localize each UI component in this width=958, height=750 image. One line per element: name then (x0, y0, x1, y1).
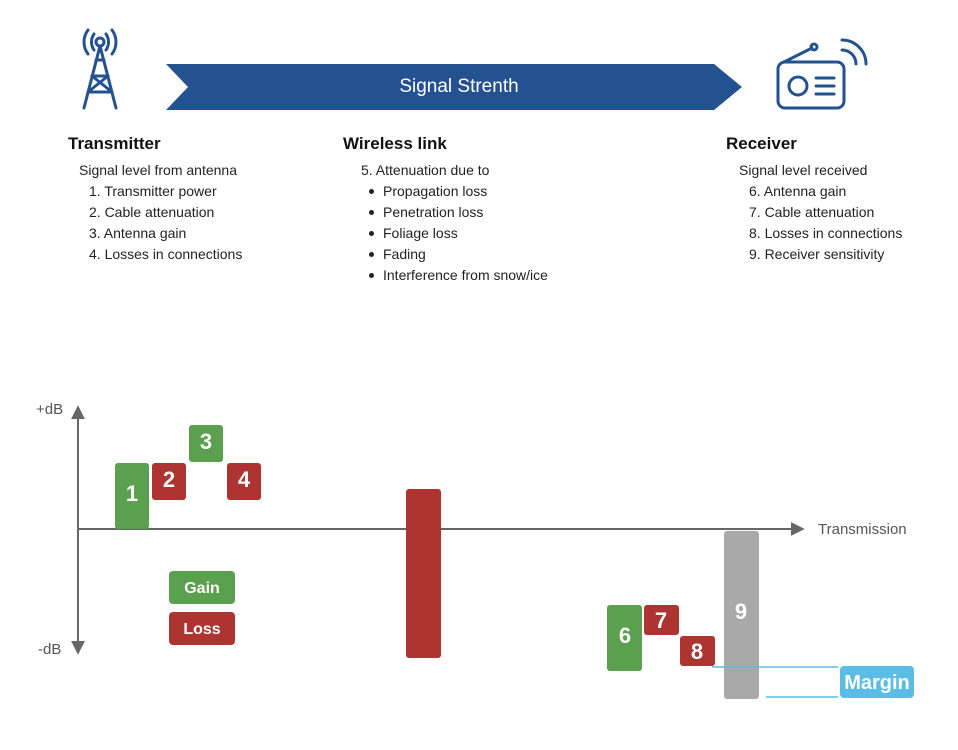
block-7-cable-attenuation (644, 605, 679, 635)
wireless-link-list: 5. Attenuation due to Propagation loss P… (361, 160, 548, 286)
wireless-item: Interference from snow/ice (369, 265, 548, 286)
margin-badge (840, 666, 914, 698)
transmitter-item: 1. Transmitter power (89, 183, 217, 199)
transmitter-intro: Signal level from antenna (79, 162, 237, 178)
y-axis-top-label: +dB (36, 401, 63, 418)
transmitter-item: 2. Cable attenuation (89, 204, 215, 220)
wireless-link-title: Wireless link (343, 134, 447, 153)
block-1-transmitter-power (115, 463, 149, 529)
wireless-intro: 5. Attenuation due to (361, 162, 490, 178)
block-7-label: 7 (655, 608, 667, 633)
receiver-item: 9. Receiver sensitivity (749, 246, 885, 262)
block-4-connection-losses (227, 463, 261, 500)
legend-loss-label: Loss (183, 621, 220, 638)
block-6-label: 6 (619, 623, 631, 648)
wireless-item: Penetration loss (369, 202, 548, 223)
receiver-intro: Signal level received (739, 162, 868, 178)
block-9-receiver-sensitivity (724, 531, 759, 699)
block-5-link-attenuation (406, 489, 441, 658)
receiver-item: 8. Losses in connections (749, 225, 903, 241)
receiver-item: 7. Cable attenuation (749, 204, 875, 220)
legend-gain-label: Gain (184, 580, 220, 597)
x-axis-label: Transmission (818, 521, 907, 538)
block-6-antenna-gain (607, 605, 642, 671)
block-1-label: 1 (126, 481, 138, 506)
transmitter-item: 4. Losses in connections (89, 246, 243, 262)
transmitter-title: Transmitter (68, 134, 161, 153)
wireless-item: Propagation loss (369, 181, 548, 202)
block-2-cable-attenuation (152, 463, 186, 500)
block-9-label: 9 (735, 599, 747, 624)
transmitter-item: 3. Antenna gain (89, 225, 187, 241)
block-3-antenna-gain (189, 425, 223, 462)
block-4-label: 4 (238, 467, 251, 492)
legend-gain-swatch (169, 571, 235, 604)
block-8-label: 8 (691, 639, 703, 664)
signal-strength-arrow (166, 64, 742, 110)
transmitter-list: Signal level from antenna 1. Transmitter… (79, 160, 242, 265)
receiver-title: Receiver (726, 134, 797, 153)
wireless-item: Fading (369, 244, 548, 265)
block-3-label: 3 (200, 429, 212, 454)
y-axis-bottom-label: -dB (38, 641, 61, 658)
legend-loss-swatch (169, 612, 235, 645)
receiver-radio-icon (776, 38, 868, 110)
transmitter-tower-icon (82, 28, 118, 110)
receiver-list: Signal level received 6. Antenna gain 7.… (739, 160, 902, 265)
signal-budget-diagram: +dB -dB Transmission 1 2 3 4 Gain Loss 6… (36, 401, 914, 699)
margin-label: Margin (844, 672, 910, 694)
receiver-item: 6. Antenna gain (749, 183, 847, 199)
block-8-connection-losses (680, 636, 715, 666)
signal-strength-label: Signal Strenth (399, 76, 519, 97)
wireless-item: Foliage loss (369, 223, 548, 244)
block-2-label: 2 (163, 467, 175, 492)
